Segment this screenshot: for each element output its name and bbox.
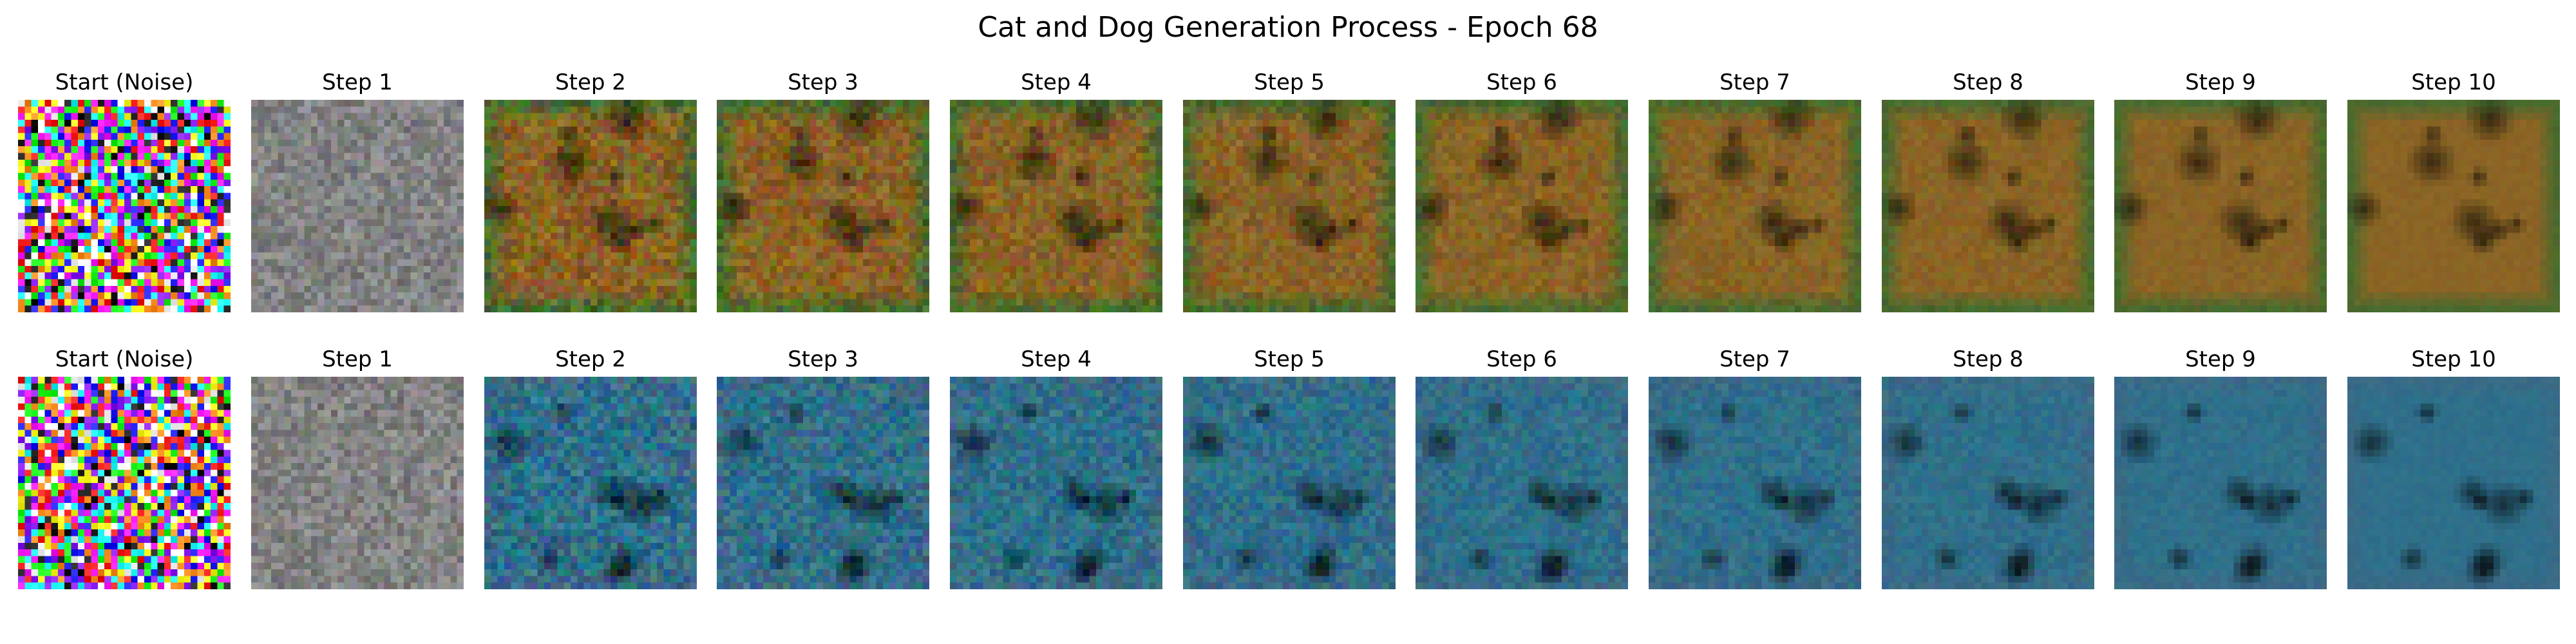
dog-row-image-step-8: [1882, 377, 2094, 589]
dog-row-panel-title: Step 4: [1021, 346, 1092, 372]
cat-row-image-step-7: [1649, 100, 1861, 312]
cat-row-image-step-9: [2114, 100, 2327, 312]
dog-row-image-step-5: [1183, 377, 1396, 589]
cat-row-panel-title: Step 5: [1254, 70, 1325, 95]
cat-row-panel-title: Step 9: [2185, 70, 2256, 95]
cat-row-image-noise: [18, 100, 231, 312]
cat-row-panel-title: Step 3: [788, 70, 858, 95]
dog-row-image-step-3: [717, 377, 929, 589]
dog-row-panel-title: Start (Noise): [55, 346, 194, 372]
dog-row-panel-title: Step 6: [1486, 346, 1557, 372]
cat-row-panel-title: Step 6: [1486, 70, 1557, 95]
dog-row-image-step-4: [950, 377, 1162, 589]
cat-row-panel-title: Step 10: [2411, 70, 2496, 95]
cat-row-panel-title: Step 8: [1953, 70, 2023, 95]
cat-row-panel-title: Step 1: [322, 70, 393, 95]
cat-row-panel-title: Step 7: [1719, 70, 1790, 95]
dog-row-image-step-10: [2347, 377, 2560, 589]
dog-row-panel-title: Step 8: [1953, 346, 2023, 372]
dog-row-panel-title: Step 5: [1254, 346, 1325, 372]
dog-row-panel-title: Step 1: [322, 346, 393, 372]
cat-row-image-step-3: [717, 100, 929, 312]
dog-row-image-noise: [18, 377, 231, 589]
cat-row-image-step-4: [950, 100, 1162, 312]
dog-row-panel-title: Step 3: [788, 346, 858, 372]
cat-row-image-step-1: [251, 100, 464, 312]
cat-row-image-step-2: [484, 100, 697, 312]
cat-row-image-step-10: [2347, 100, 2560, 312]
cat-row-panel-title: Start (Noise): [55, 70, 194, 95]
figure-title: Cat and Dog Generation Process - Epoch 6…: [978, 11, 1598, 44]
cat-row-image-step-8: [1882, 100, 2094, 312]
cat-row-image-step-6: [1416, 100, 1628, 312]
dog-row-image-step-7: [1649, 377, 1861, 589]
dog-row-image-step-1: [251, 377, 464, 589]
dog-row-panel-title: Step 10: [2411, 346, 2496, 372]
cat-row-image-step-5: [1183, 100, 1396, 312]
dog-row-image-step-6: [1416, 377, 1628, 589]
cat-row-panel-title: Step 4: [1021, 70, 1092, 95]
dog-row-panel-title: Step 9: [2185, 346, 2256, 372]
dog-row-panel-title: Step 7: [1719, 346, 1790, 372]
dog-row-panel-title: Step 2: [555, 346, 626, 372]
cat-row-panel-title: Step 2: [555, 70, 626, 95]
dog-row-image-step-9: [2114, 377, 2327, 589]
dog-row-image-step-2: [484, 377, 697, 589]
